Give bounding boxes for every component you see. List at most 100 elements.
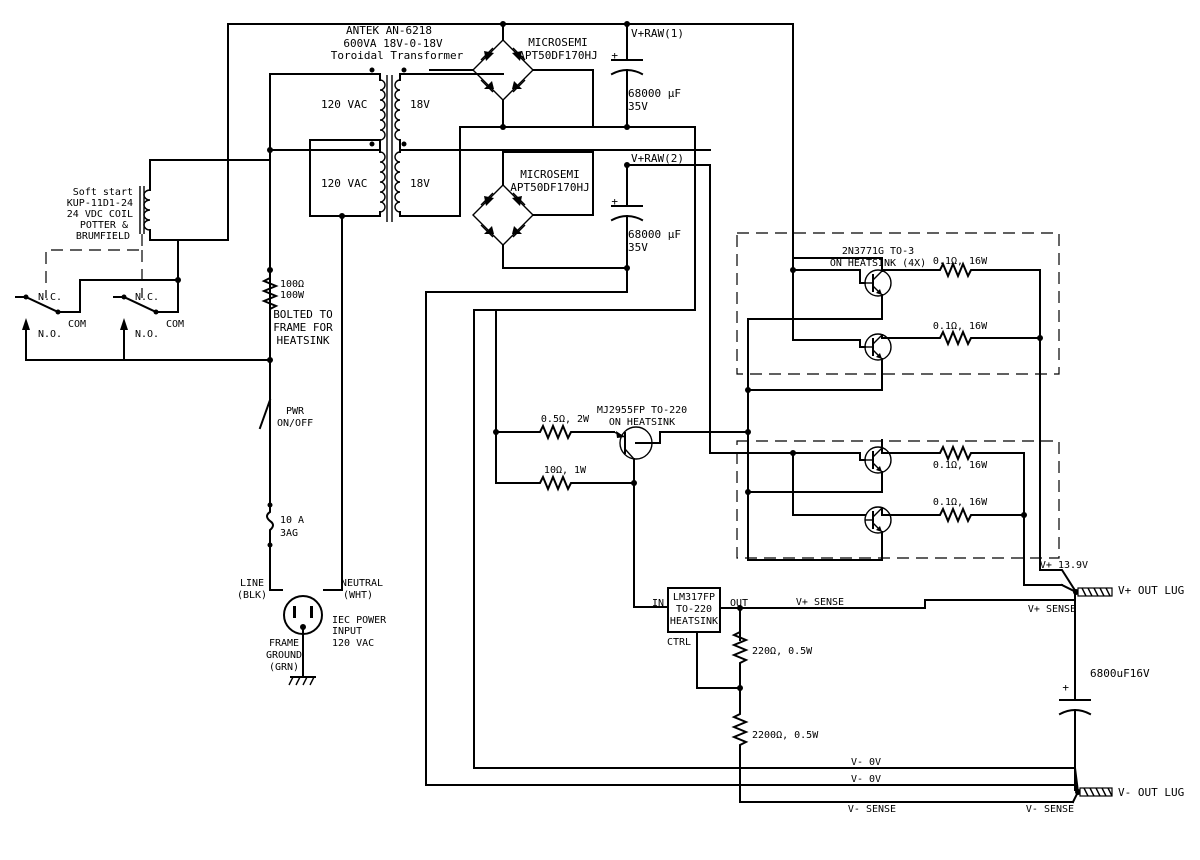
emitter-resistor-4 [881,506,1025,524]
inrush-res-power: 100W [280,290,305,301]
bridge-1-label-1: MICROSEMI [528,36,588,49]
bolted-label-2: FRAME FOR [273,321,333,334]
resistor-2200 [731,687,1074,803]
nc-label-2: N.C. [135,292,159,303]
iec-label-2: INPUT [332,626,362,637]
secondary-2-label: 18V [410,177,430,190]
vminus-out-lug [1071,766,1113,804]
resistor-220-label: 220Ω, 0.5W [752,646,813,657]
cap-2-value: 68000 µF [628,228,681,241]
cap-1-voltage: 35V [628,100,648,113]
bolted-label-1: BOLTED TO [273,308,333,321]
primary-2-label: 120 VAC [321,177,367,190]
power-transistor-q1 [864,269,892,297]
pwr-label-1: PWR [286,406,305,417]
cap-1-value: 68000 µF [628,87,681,100]
com-label-2: COM [166,319,184,330]
resistor-220 [731,627,749,689]
vminus-lug-label: V- OUT LUG [1118,786,1184,799]
driver-transistor [613,426,661,460]
vplus-lug-label: V+ OUT LUG [1118,584,1184,597]
transformer-label-3: Toroidal Transformer [331,49,464,62]
relay-label-2: KUP-11D1-24 [67,198,133,209]
power-switch [258,359,272,506]
no-label-2: N.O. [135,329,159,340]
emitter-res-label-1: 0.1Ω, 16W [933,256,988,267]
output-capacitor: + [1058,594,1092,791]
driver-resistor-05 [495,423,615,441]
schematic-labels: ANTEK AN-6218 600VA 18V-0-18V Toroidal T… [38,24,1184,815]
vminus-0v-label-1: V- 0V [851,757,881,768]
bridge-1-label-2: APT50DF170HJ [518,49,597,62]
power-transistor-label-2: ON HEATSINK (4X) [830,258,926,269]
transformer-label-1: ANTEK AN-6218 [346,24,432,37]
fuse [266,502,274,548]
emitter-resistor-1 [881,261,1041,561]
reg-out-label: OUT [730,598,748,609]
fuse-label-1: 10 A [280,515,304,526]
neutral-label-1: NEUTRAL [341,578,383,589]
iec-label-3: 120 VAC [332,638,374,649]
no-label-1: N.O. [38,329,62,340]
emitter-res-label-4: 0.1Ω, 16W [933,497,988,508]
raw-1-label: V+RAW(1) [631,27,684,40]
svg-text:+: + [611,49,618,62]
vminus-0v-label-2: V- 0V [851,774,881,785]
emitter-resistor-2 [881,329,1041,347]
filter-capacitor-2: + [610,189,644,237]
resistor-05-label: 0.5Ω, 2W [541,414,590,425]
iec-label-1: IEC POWER [332,615,387,626]
toroidal-transformer [369,67,407,222]
power-transistor-q3 [864,446,892,474]
relay-label-1: Soft start [73,187,133,198]
raw-2-label: V+RAW(2) [631,152,684,165]
bridge-rectifier-2 [472,184,534,246]
heatsink-box-upper [736,232,1060,375]
power-transistor-q4 [864,506,892,534]
bridge-2-label-1: MICROSEMI [520,168,580,181]
nc-label-1: N.C. [38,292,62,303]
vplus-out-label: V+ 13.9V [1040,560,1088,571]
output-cap-label: 6800uF16V [1090,667,1150,680]
ground-label-1: FRAME [269,638,299,649]
relay-label-3: 24 VDC COIL [67,209,133,220]
resistor-2200-label: 2200Ω, 0.5W [752,730,819,741]
bolted-label-3: HEATSINK [277,334,330,347]
power-transistor-label-1: 2N3771G TO-3 [842,246,914,257]
secondary-1-label: 18V [410,98,430,111]
reg-in-label: IN [652,598,664,609]
driver-label-1: MJ2955FP TO-220 [597,405,687,416]
inrush-res-value: 100Ω [280,279,304,290]
emitter-res-label-2: 0.1Ω, 16W [933,321,988,332]
pwr-label-2: ON/OFF [277,418,313,429]
junction-dots [175,21,1043,691]
resistor-10-label: 10Ω, 1W [544,465,587,476]
svg-text:+: + [1062,681,1069,694]
line-label-2: (BLK) [237,590,267,601]
vplus-sense-label: V+ SENSE [796,597,844,608]
reg-ctrl-label: CTRL [667,637,691,648]
reg-label-3: HEATSINK [670,616,718,627]
neutral-label-2: (WHT) [343,590,373,601]
reg-label-2: TO-220 [676,604,712,615]
ground-label-2: GROUND [266,650,302,661]
iec-power-inlet [283,595,323,686]
line-label-1: LINE [240,578,264,589]
bridge-2-label-2: APT50DF170HJ [510,181,589,194]
emitter-res-label-3: 0.1Ω, 16W [933,460,988,471]
emitter-resistor-3 [881,444,1063,586]
heatsink-box-lower [736,440,1060,559]
transformer-label-2: 600VA 18V-0-18V [343,37,443,50]
fuse-label-2: 3AG [280,528,298,539]
ground-label-3: (GRN) [269,662,299,673]
lm317-regulator [667,587,721,633]
cap-2-voltage: 35V [628,241,648,254]
vminus-sense-label: V- SENSE [848,804,896,815]
driver-label-2: ON HEATSINK [609,417,675,428]
relay-label-4: POTTER & [80,220,128,231]
driver-resistor-10 [495,431,635,492]
relay-label-5: BRUMFIELD [76,231,130,242]
vminus-sense-label-2: V- SENSE [1026,804,1074,815]
filter-capacitor-1: + [610,41,644,99]
